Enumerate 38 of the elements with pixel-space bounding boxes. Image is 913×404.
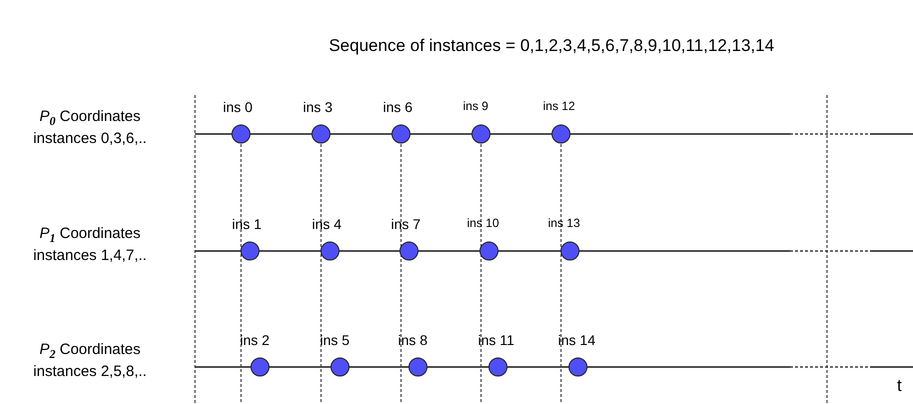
instance-label: ins 8 <box>398 332 428 348</box>
instance-dot <box>488 358 508 376</box>
instance-dot <box>240 242 260 260</box>
process-label: P$_{2}$ Coordinates <box>38 340 142 363</box>
instance-dot <box>560 242 580 260</box>
instance-dot <box>330 358 350 376</box>
instance-label: ins 0 <box>223 99 253 115</box>
instance-label: ins 14 <box>558 332 596 348</box>
instance-dot <box>320 242 340 260</box>
instance-list: instances 0,3,6,.. <box>0 129 180 149</box>
process-label: P$_{1}$ Coordinates <box>38 224 142 247</box>
instance-list: instances 2,5,8,.. <box>0 362 180 382</box>
instance-dot <box>408 358 428 376</box>
title: Sequence of instances = 0,1,2,3,4,5,6,7,8,9,10,11,12,13,14 <box>328 36 776 56</box>
instance-dot <box>568 358 588 376</box>
instance-dot <box>480 242 498 260</box>
instance-label: ins 2 <box>240 332 270 348</box>
instance-label: ins 3 <box>303 99 333 115</box>
instance-label: ins 13 <box>548 216 580 230</box>
instance-label: ins 12 <box>543 99 576 113</box>
instance-label: ins 6 <box>383 99 413 115</box>
instance-label: ins 5 <box>320 332 350 348</box>
instance-dot <box>552 124 570 144</box>
process-label: P$_{0}$ Coordinates <box>38 107 142 130</box>
instance-dot <box>312 124 330 144</box>
instance-label: ins 9 <box>463 99 488 113</box>
instance-list: instances 1,4,7,.. <box>0 246 180 266</box>
instance-dot <box>400 242 418 260</box>
instance-dot <box>392 124 410 144</box>
instance-label: ins 10 <box>467 216 500 230</box>
instance-label: ins 11 <box>478 332 514 348</box>
instance-dot <box>232 124 250 144</box>
instance-dot <box>472 124 490 144</box>
instance-label: ins 4 <box>312 216 342 232</box>
instance-label: ins 7 <box>391 216 421 232</box>
instance-dot <box>250 358 270 376</box>
instance-label: ins 1 <box>232 216 262 232</box>
axis-label: t <box>897 376 902 396</box>
